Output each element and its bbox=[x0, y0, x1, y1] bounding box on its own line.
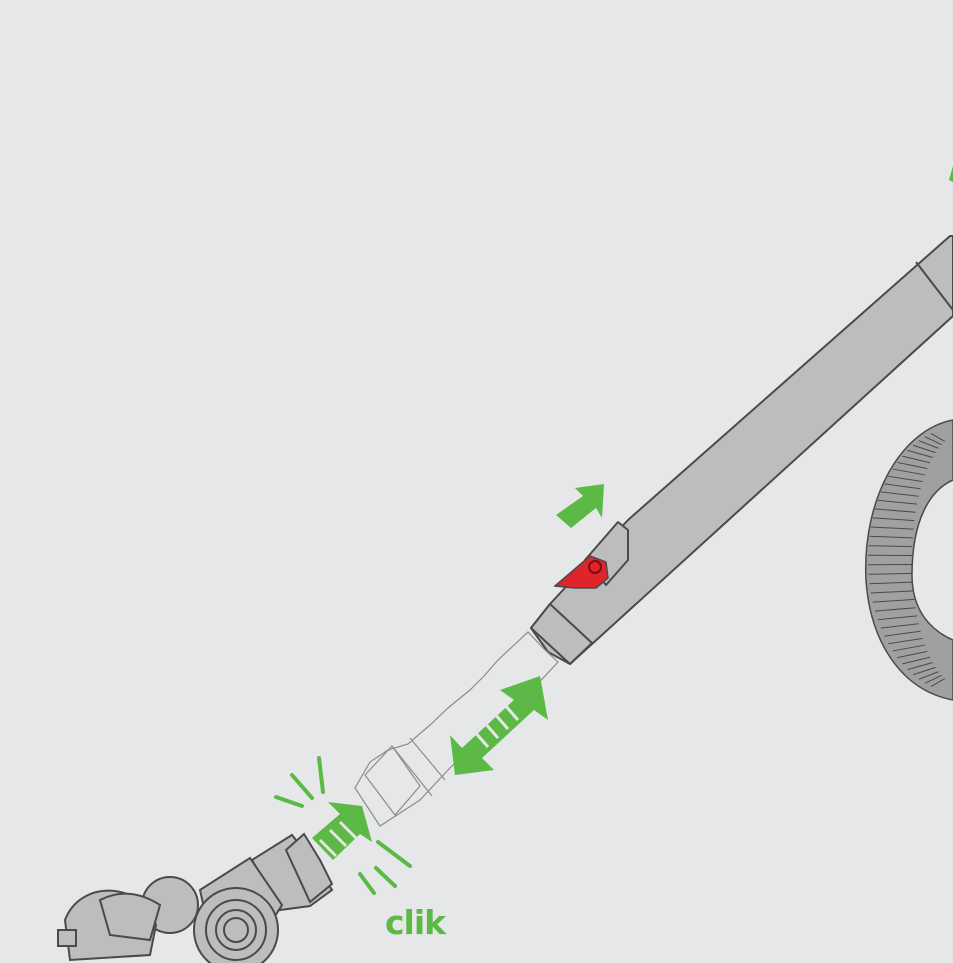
hose-rib bbox=[930, 678, 946, 688]
flexible-hose bbox=[865, 419, 953, 701]
hose-rib bbox=[912, 666, 936, 676]
hose-rib bbox=[924, 674, 942, 684]
hose-rib bbox=[877, 499, 918, 505]
hose-rib bbox=[868, 572, 913, 575]
click-burst-icon bbox=[274, 756, 412, 895]
hose-rib bbox=[907, 449, 933, 458]
hose-rib bbox=[918, 671, 939, 680]
hose-rib bbox=[868, 545, 913, 548]
hose-rib bbox=[924, 436, 942, 446]
push-arrow-icon bbox=[312, 802, 372, 860]
floor-tool-head bbox=[57, 833, 334, 963]
wand-tube-end-band bbox=[530, 603, 593, 665]
hose-rib bbox=[892, 468, 925, 476]
hose-ribs bbox=[868, 432, 946, 688]
arrow-press-icon bbox=[556, 484, 604, 528]
hose-body bbox=[865, 419, 953, 701]
hose-rib bbox=[930, 432, 946, 442]
hose-rib bbox=[918, 440, 939, 449]
hose-rib bbox=[888, 637, 923, 645]
hose-rib bbox=[892, 644, 925, 652]
double-arrow-icon bbox=[450, 676, 548, 775]
hose-rib bbox=[870, 590, 914, 594]
hose-rib bbox=[907, 662, 933, 671]
hose-rib bbox=[880, 491, 919, 497]
hose-rib bbox=[888, 475, 923, 483]
hose-rib bbox=[884, 483, 921, 490]
hose-rib bbox=[872, 517, 915, 522]
wand-tube-joint bbox=[915, 261, 953, 311]
hose-rib bbox=[874, 508, 916, 513]
click-sound-label: clik bbox=[385, 903, 446, 942]
hose-rib bbox=[902, 455, 931, 464]
hose-rib bbox=[870, 526, 914, 530]
hose-rib bbox=[869, 535, 913, 539]
ghost-extension-piece bbox=[354, 631, 559, 827]
hose-rib bbox=[902, 656, 931, 665]
hose-rib bbox=[874, 607, 916, 612]
hose-rib bbox=[884, 630, 921, 637]
hose-rib bbox=[872, 598, 915, 603]
hose-rib bbox=[869, 581, 913, 585]
hose-rib bbox=[877, 615, 918, 621]
edge-arrow-icon bbox=[949, 166, 953, 182]
hose-rib bbox=[897, 650, 928, 659]
red-release-button-icon bbox=[553, 555, 609, 589]
hose-rib bbox=[897, 461, 928, 470]
hose-rib bbox=[912, 444, 936, 454]
hose-rib bbox=[880, 623, 919, 629]
tool-connector bbox=[284, 832, 334, 904]
